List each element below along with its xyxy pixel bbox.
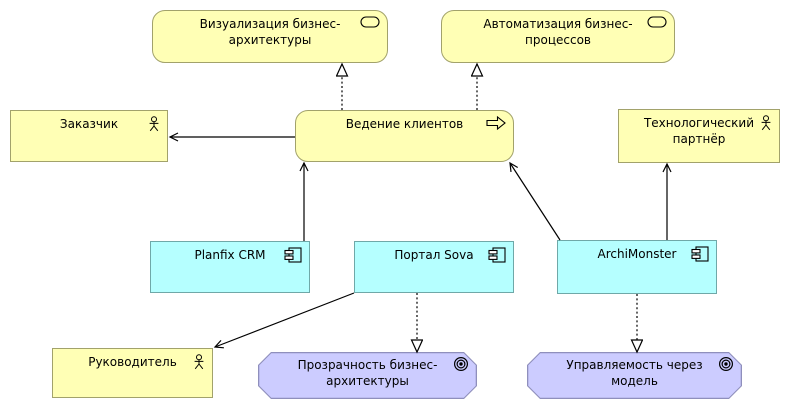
node-business-actor-zakazchik[interactable]: Заказчик xyxy=(10,110,168,162)
node-business-actor-tehnologicheskij-partner[interactable]: Технологический партнёр xyxy=(618,109,780,163)
node-label: Руководитель xyxy=(88,355,177,369)
component-icon xyxy=(488,247,506,263)
node-label: Визуализация бизнес-архитектуры xyxy=(199,17,341,47)
node-application-component-portal-sova[interactable]: Портал Sova xyxy=(354,241,514,293)
edge-serving-archimonster-to-vedenie-klientov[interactable] xyxy=(509,161,561,241)
service-icon xyxy=(360,16,380,28)
node-label: Прозрачность бизнес-архитектуры xyxy=(297,358,438,388)
node-goal-prozrachnost[interactable]: Прозрачность бизнес-архитектуры xyxy=(258,352,477,399)
node-application-component-archimonster[interactable]: ArchiMonster xyxy=(557,240,717,294)
node-business-service-avtomatizaciya[interactable]: Автоматизация бизнес-процессов xyxy=(441,10,675,63)
node-label: Автоматизация бизнес-процессов xyxy=(483,17,633,47)
goal-octagon-fill xyxy=(259,353,475,397)
node-application-component-planfix-crm[interactable]: Planfix CRM xyxy=(150,241,310,293)
node-label: Заказчик xyxy=(59,117,119,131)
node-label: Портал Sova xyxy=(394,248,474,262)
goal-icon xyxy=(453,356,469,372)
node-business-service-vizualizaciya[interactable]: Визуализация бизнес-архитектуры xyxy=(152,10,388,63)
actor-icon xyxy=(760,115,772,131)
node-goal-upravlyaemost[interactable]: Управляемость через модель xyxy=(527,352,742,399)
node-label: Управляемость через модель xyxy=(566,358,703,388)
node-label: Ведение клиентов xyxy=(345,117,464,131)
process-icon xyxy=(486,116,506,130)
service-icon xyxy=(647,16,667,28)
node-label: Planfix CRM xyxy=(194,248,266,262)
goal-icon xyxy=(718,356,734,372)
component-icon xyxy=(691,246,709,262)
actor-icon xyxy=(148,116,160,132)
actor-icon xyxy=(193,354,205,370)
goal-octagon-fill xyxy=(528,353,740,397)
node-label: Технологический партнёр xyxy=(643,116,755,146)
node-business-actor-rukovoditel[interactable]: Руководитель xyxy=(52,348,213,398)
component-icon xyxy=(284,247,302,263)
node-label: ArchiMonster xyxy=(597,247,677,261)
edge-serving-portal-sova-to-rukovoditel[interactable] xyxy=(213,292,355,349)
node-business-process-vedenie-klientov[interactable]: Ведение клиентов xyxy=(295,110,514,162)
